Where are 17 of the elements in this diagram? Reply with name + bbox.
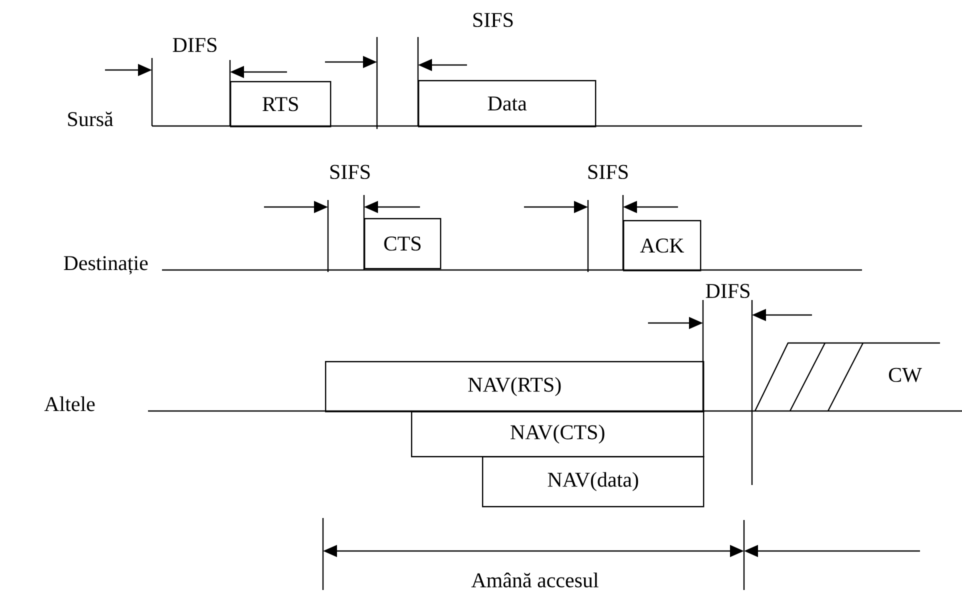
frame-box: Data xyxy=(418,80,596,128)
frame-box: NAV(RTS) xyxy=(325,361,704,412)
frame-box: NAV(CTS) xyxy=(411,411,704,458)
frame-box: CTS xyxy=(364,218,442,270)
timing-label: Sursă xyxy=(68,112,114,126)
timing-label: SIFS xyxy=(588,164,628,180)
timing-label: DIFS xyxy=(706,284,750,298)
timing-label: SIFS xyxy=(330,164,370,180)
timing-label: Amână accesul xyxy=(471,572,598,588)
contention-window-drawing: CW xyxy=(754,342,940,412)
frame-box: NAV(data) xyxy=(482,456,704,508)
frame-box: ACK xyxy=(623,220,702,272)
timing-label: DIFS xyxy=(172,38,216,52)
frame-box: RTS xyxy=(230,81,332,128)
timing-label: Destinație xyxy=(64,256,148,274)
timing-label: Altele xyxy=(44,396,95,412)
timing-label: SIFS xyxy=(473,12,513,28)
